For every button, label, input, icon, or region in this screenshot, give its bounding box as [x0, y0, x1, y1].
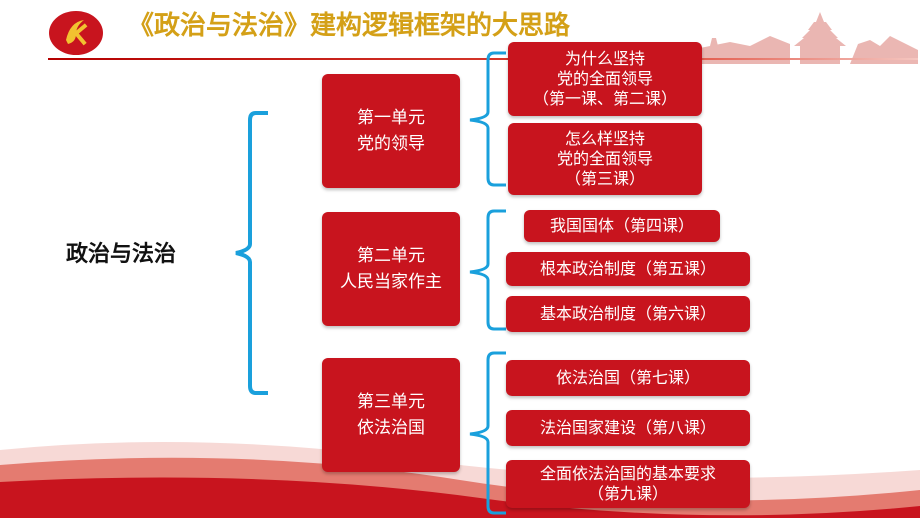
decorative-wave: [0, 442, 920, 518]
unit-3-brace: [469, 351, 506, 515]
lesson-box-6: 依法治国（第七课）: [506, 360, 750, 396]
lesson-5-line-1: 基本政治制度（第六课）: [539, 304, 716, 323]
lesson-7-line-1: 法治国家建设（第八课）: [539, 418, 716, 437]
lesson-8-line-1: 全面依法治国的基本要求: [539, 464, 716, 483]
unit-1-brace: [469, 51, 506, 187]
lesson-2-line-1: 怎么样坚持: [564, 129, 645, 148]
lesson-box-7: 法治国家建设（第八课）: [506, 410, 750, 446]
lesson-1-line-1: 为什么坚持: [564, 49, 645, 68]
unit-2-number: 第二单元: [357, 246, 425, 266]
lesson-box-4: 根本政治制度（第五课）: [506, 252, 750, 286]
page-title: 《政治与法治》建构逻辑框架的大思路: [128, 11, 571, 41]
unit-2-brace: [469, 209, 506, 331]
root-label: 政治与法治: [66, 242, 177, 267]
unit-3-name: 依法治国: [357, 418, 425, 438]
header-rule: [48, 58, 918, 60]
unit-box-3: 第三单元 依法治国: [322, 358, 460, 472]
lesson-3-line-1: 我国国体（第四课）: [549, 216, 694, 235]
lesson-1-line-2: 党的全面领导: [556, 69, 653, 88]
unit-1-number: 第一单元: [357, 108, 425, 128]
unit-2-name: 人民当家作主: [340, 272, 442, 292]
temple-landmark-icon: [690, 12, 918, 64]
unit-1-name: 党的领导: [357, 134, 425, 154]
unit-box-2: 第二单元 人民当家作主: [322, 212, 460, 326]
lesson-1-line-3: （第一课、第二课）: [532, 89, 677, 108]
lesson-4-line-1: 根本政治制度（第五课）: [539, 259, 716, 278]
lesson-2-line-3: （第三课）: [564, 169, 645, 188]
lesson-box-5: 基本政治制度（第六课）: [506, 296, 750, 332]
lesson-6-line-1: 依法治国（第七课）: [555, 368, 700, 387]
main-brace: [235, 111, 268, 395]
unit-3-number: 第三单元: [357, 392, 425, 412]
lesson-2-line-2: 党的全面领导: [556, 149, 653, 168]
lesson-box-1: 为什么坚持 党的全面领导 （第一课、第二课）: [508, 42, 702, 116]
lesson-box-8: 全面依法治国的基本要求 （第九课）: [506, 460, 750, 508]
lesson-box-2: 怎么样坚持 党的全面领导 （第三课）: [508, 123, 702, 195]
unit-box-1: 第一单元 党的领导: [322, 74, 460, 188]
lesson-box-3: 我国国体（第四课）: [524, 210, 720, 242]
lesson-8-line-2: （第九课）: [587, 484, 668, 503]
party-emblem-icon: [49, 11, 103, 55]
